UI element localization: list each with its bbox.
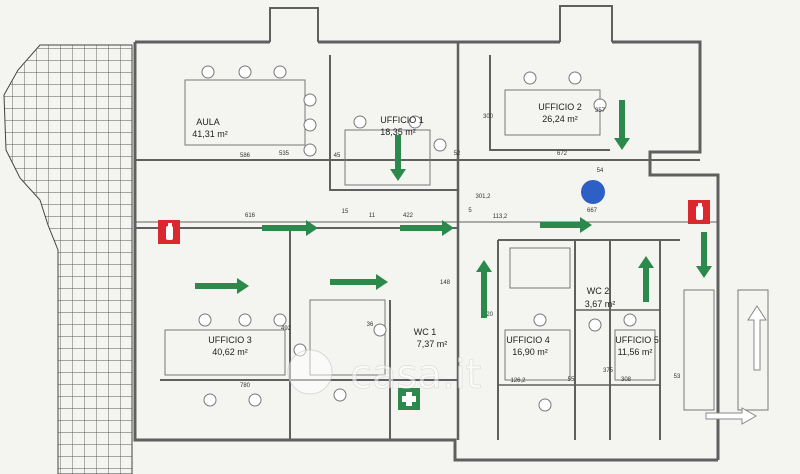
room-area: 41,31 m² (192, 129, 228, 139)
room-name: UFFICIO 1 (380, 115, 424, 125)
dimension: 36 (367, 322, 374, 328)
watermark-logo-icon (287, 349, 333, 395)
dimension: 52 (454, 151, 461, 157)
room-area: 11,56 m² (618, 347, 653, 357)
dimension: 53 (674, 374, 681, 380)
dimension-labels: 586 45 672 616 422 667 780 55 308 126,2 … (240, 108, 681, 389)
stair-arrow-icon (705, 407, 758, 425)
room-name: UFFICIO 3 (208, 335, 252, 345)
room-labels: AULA 41,31 m² UFFICIO 1 18,35 m² UFFICIO… (192, 102, 659, 357)
dimension: 126,2 (510, 378, 526, 384)
dimension: 586 (240, 153, 251, 159)
dimension: 357 (595, 108, 606, 114)
dimension: 616 (245, 213, 256, 219)
exit-arrow-icon (614, 100, 630, 150)
watermark: casa.it (287, 349, 482, 398)
room-area: 40,62 m² (212, 347, 248, 357)
fire-extinguisher-icon (688, 200, 710, 224)
room-name: UFFICIO 2 (538, 102, 582, 112)
exit-arrow-icon (195, 278, 249, 294)
exit-arrows (195, 100, 712, 318)
assembly-point-icon (581, 180, 605, 204)
furniture (164, 79, 769, 411)
room-area: 26,24 m² (542, 114, 578, 124)
dimension: 55 (568, 377, 575, 383)
dimension: 308 (621, 377, 632, 383)
dimension: 492 (281, 326, 292, 332)
exit-arrow-icon (330, 274, 388, 290)
room-area: 18,35 m² (380, 127, 416, 137)
dimension: 45 (334, 153, 341, 159)
dimension: 113,2 (493, 214, 508, 220)
dimension: 54 (597, 168, 604, 174)
exit-arrow-icon (476, 260, 492, 318)
room-name: WC 2 (587, 286, 610, 296)
room-area: 7,37 m² (417, 339, 448, 349)
dimension: 780 (240, 383, 251, 389)
dimension: 5 (468, 208, 472, 214)
dimension: 667 (587, 208, 598, 214)
stair-arrow-icon (747, 305, 767, 371)
dimension: 535 (279, 151, 290, 157)
room-area: 3,67 m² (585, 299, 616, 309)
dimension: 422 (403, 213, 414, 219)
exit-arrow-icon (696, 232, 712, 278)
dimension: 300 (483, 114, 494, 120)
exit-arrow-icon (262, 220, 318, 236)
fire-extinguisher-icon (158, 220, 180, 244)
stair-arrows (705, 305, 767, 425)
room-name: UFFICIO 5 (615, 335, 659, 345)
room-name: WC 1 (414, 327, 437, 337)
room-name: AULA (196, 117, 220, 127)
room-name: UFFICIO 4 (506, 335, 550, 345)
exit-arrow-icon (540, 217, 592, 233)
dimension: 301,2 (475, 194, 491, 200)
chairs (198, 65, 637, 412)
dimension: 15 (342, 209, 349, 215)
dimension: 148 (440, 280, 451, 286)
room-area: 16,90 m² (512, 347, 548, 357)
exit-arrow-icon (638, 256, 654, 302)
dimension: 672 (557, 151, 568, 157)
dimension: 375 (603, 368, 614, 374)
first-aid-icon (398, 388, 420, 410)
terrace-hatch (3, 44, 133, 474)
watermark-text: casa.it (350, 352, 481, 398)
exit-arrow-icon (390, 135, 406, 181)
dimension: 120 (483, 312, 494, 318)
dimension: 11 (369, 213, 376, 219)
exit-arrow-icon (400, 220, 454, 236)
